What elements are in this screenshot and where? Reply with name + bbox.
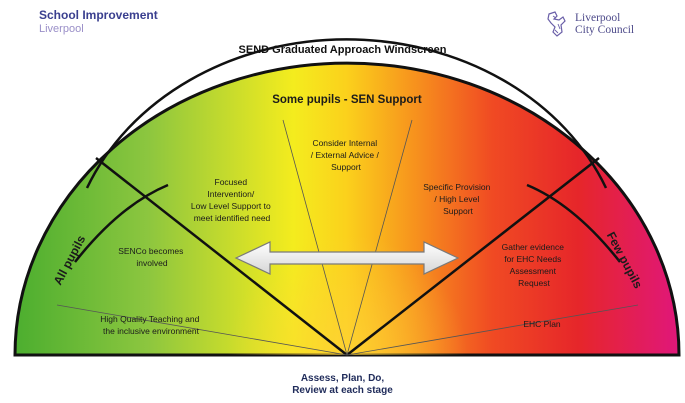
council-line-2: City Council bbox=[575, 24, 635, 36]
consider-advice-text: Consider Internal / External Advice / Su… bbox=[311, 138, 381, 172]
specific-provision-text: Specific Provision / High Level Support bbox=[423, 182, 492, 216]
footer-line-1: Assess, Plan, Do, bbox=[300, 373, 385, 384]
council-logo: Liverpool City Council bbox=[545, 10, 634, 38]
spoke-line bbox=[346, 119, 413, 356]
band-label-text: Some pupils - SEN Support bbox=[272, 94, 422, 106]
left-inner-arc bbox=[74, 183, 169, 263]
left-boundary-line bbox=[95, 157, 348, 356]
gather-evidence-text: Gather evidence for EHC Needs Assessment… bbox=[502, 242, 567, 288]
org-name: School Improvement bbox=[39, 8, 158, 22]
footer-line-2: Review at each stage bbox=[292, 385, 393, 396]
footer-caption: Assess, Plan, Do, Review at each stage bbox=[0, 373, 685, 397]
spoke-line bbox=[282, 119, 348, 356]
focused-intervention-text: Focused Intervention/ Low Level Support … bbox=[191, 177, 273, 223]
band-label: Some pupils - SEN Support bbox=[272, 94, 422, 106]
right-boundary-line bbox=[346, 157, 600, 356]
spoke-line bbox=[346, 304, 639, 356]
ehc-plan-text: EHC Plan bbox=[523, 319, 561, 329]
high-quality-teaching-text: High Quality Teaching and the inclusive … bbox=[100, 314, 201, 336]
school-improvement-logo: School Improvement Liverpool bbox=[39, 8, 158, 36]
council-name: Liverpool City Council bbox=[575, 12, 634, 36]
liver-bird-icon bbox=[547, 11, 566, 37]
spoke-line bbox=[56, 304, 348, 356]
diagram-title: SEND Graduated Approach Windscreen bbox=[238, 44, 447, 56]
org-city: Liverpool bbox=[39, 23, 84, 35]
council-line-1: Liverpool bbox=[575, 12, 621, 24]
double-headed-arrow-icon bbox=[234, 241, 460, 275]
right-inner-arc bbox=[526, 183, 621, 263]
senco-involved-text: SENCo becomes involved bbox=[118, 246, 186, 268]
band-divider-arc bbox=[85, 38, 608, 189]
